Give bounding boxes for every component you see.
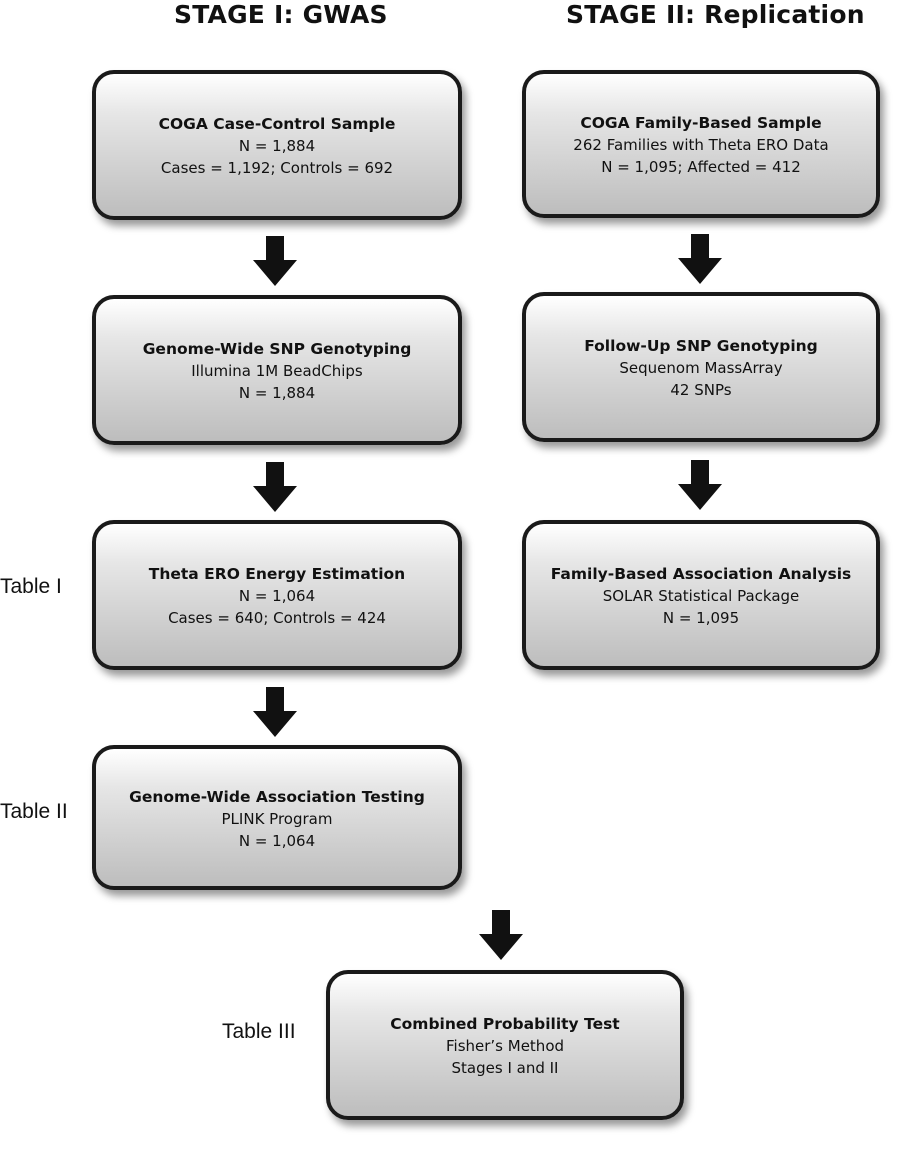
box-line: N = 1,884 — [238, 137, 316, 155]
down-arrow-icon — [253, 236, 297, 286]
down-arrow-icon — [678, 460, 722, 510]
box-title: Genome-Wide SNP Genotyping — [142, 340, 412, 358]
followup-snp-genotyping-box: Follow-Up SNP Genotyping Sequenom MassAr… — [522, 292, 880, 442]
combined-probability-test-box: Combined Probability Test Fisher’s Metho… — [326, 970, 684, 1120]
box-title: Follow-Up SNP Genotyping — [584, 337, 818, 355]
box-line: Illumina 1M BeadChips — [191, 362, 363, 380]
down-arrow-icon — [253, 462, 297, 512]
table-iii-label: Table III — [222, 1020, 296, 1043]
box-line: 42 SNPs — [670, 381, 732, 399]
box-line: PLINK Program — [221, 809, 333, 828]
box-line: N = 1,064 — [238, 587, 316, 605]
coga-case-control-box: COGA Case-Control Sample N = 1,884 Cases… — [92, 70, 462, 220]
box-line: Cases = 1,192; Controls = 692 — [160, 159, 394, 177]
box-title: Genome-Wide Association Testing — [129, 787, 425, 806]
box-line: N = 1,064 — [238, 831, 316, 850]
box-line: 262 Families with Theta ERO Data — [573, 136, 829, 154]
family-association-analysis-box: Family-Based Association Analysis SOLAR … — [522, 520, 880, 670]
gw-snp-genotyping-box: Genome-Wide SNP Genotyping Illumina 1M B… — [92, 295, 462, 445]
box-line: Cases = 640; Controls = 424 — [168, 609, 386, 627]
box-title: Theta ERO Energy Estimation — [148, 565, 406, 583]
theta-ero-estimation-box: Theta ERO Energy Estimation N = 1,064 Ca… — [92, 520, 462, 670]
box-line: N = 1,884 — [238, 384, 316, 402]
table-ii-label: Table II — [0, 800, 68, 823]
table-i-label: Table I — [0, 575, 62, 598]
stage1-heading: STAGE I: GWAS — [174, 0, 388, 29]
box-title: COGA Family-Based Sample — [580, 114, 822, 132]
stage2-heading: STAGE II: Replication — [566, 0, 865, 29]
box-line: Fisher’s Method — [445, 1037, 565, 1055]
down-arrow-icon — [678, 234, 722, 284]
box-line: N = 1,095; Affected = 412 — [601, 158, 801, 176]
gw-association-testing-box: Genome-Wide Association Testing PLINK Pr… — [92, 745, 462, 890]
down-arrow-icon — [253, 687, 297, 737]
coga-family-based-box: COGA Family-Based Sample 262 Families wi… — [522, 70, 880, 218]
box-line: SOLAR Statistical Package — [602, 587, 800, 605]
box-line: Sequenom MassArray — [619, 359, 783, 377]
box-title: COGA Case-Control Sample — [158, 115, 396, 133]
box-line: N = 1,095 — [662, 609, 740, 627]
down-arrow-icon — [479, 910, 523, 960]
box-title: Combined Probability Test — [390, 1015, 620, 1033]
box-title: Family-Based Association Analysis — [550, 565, 852, 583]
box-line: Stages I and II — [451, 1059, 559, 1077]
